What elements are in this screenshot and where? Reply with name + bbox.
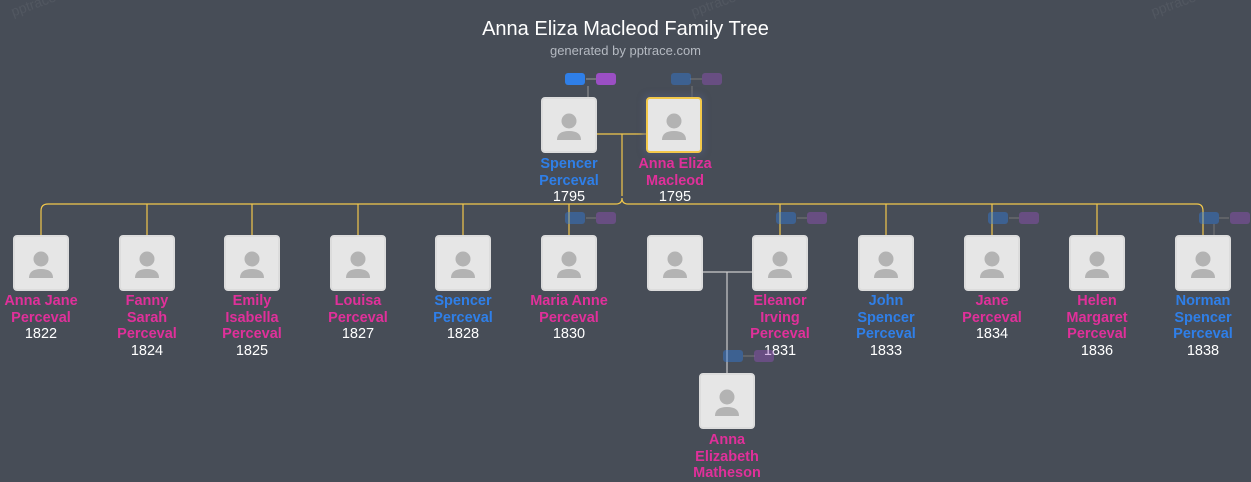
add-parent-button[interactable] (776, 212, 796, 224)
person-birth-year: 1836 (1080, 342, 1114, 359)
person-card-child[interactable] (858, 235, 914, 291)
person-birth-year: 1838 (1186, 342, 1220, 359)
add-parent-button[interactable] (723, 350, 743, 362)
person-silhouette-icon (663, 251, 687, 278)
person-birth-year: 1825 (235, 342, 269, 359)
add-partner-button[interactable] (596, 212, 616, 224)
person-card-child[interactable] (541, 235, 597, 291)
add-parent-button[interactable] (988, 212, 1008, 224)
page-title: Anna Eliza Macleod Family Tree (482, 18, 769, 40)
person-birth-year: 1834 (975, 326, 1009, 342)
person-silhouette-icon (980, 251, 1004, 278)
person-silhouette-icon (557, 113, 581, 140)
person-birth-year: 1822 (24, 326, 58, 342)
person-card-anna-eliza-macleod[interactable] (646, 97, 702, 153)
person-birth-year: 1831 (763, 342, 797, 359)
add-partner-button[interactable] (596, 73, 616, 85)
person-birth-year: 1824 (130, 342, 164, 359)
person-card-child[interactable] (752, 235, 808, 291)
person-birth-year: 1830 (552, 326, 586, 342)
person-birth-year: 1833 (869, 342, 903, 359)
add-partner-button[interactable] (1019, 212, 1039, 224)
person-birth-year: 1795 (658, 189, 692, 205)
person-birth-year: 1827 (341, 326, 375, 342)
person-card-child[interactable] (964, 235, 1020, 291)
person-birth-year: 1795 (552, 189, 586, 205)
person-silhouette-icon (1085, 251, 1109, 278)
person-silhouette-icon (662, 113, 686, 140)
person-card-child[interactable] (330, 235, 386, 291)
person-silhouette-icon (874, 251, 898, 278)
add-partner-button[interactable] (807, 212, 827, 224)
person-silhouette-icon (451, 251, 475, 278)
person-card-child[interactable] (1175, 235, 1231, 291)
person-card-child[interactable] (1069, 235, 1125, 291)
add-partner-button[interactable] (702, 73, 722, 85)
person-card-child[interactable] (224, 235, 280, 291)
person-silhouette-icon (29, 251, 53, 278)
person-silhouette-icon (240, 251, 264, 278)
person-card-child[interactable] (13, 235, 69, 291)
page-subtitle: generated by pptrace.com (549, 43, 702, 58)
person-card-spencer-perceval[interactable] (541, 97, 597, 153)
person-birth-year: 1828 (446, 326, 480, 342)
add-partner-button[interactable] (1230, 212, 1250, 224)
person-silhouette-icon (768, 251, 792, 278)
person-silhouette-icon (1191, 251, 1215, 278)
add-partner-button[interactable] (754, 350, 774, 362)
person-silhouette-icon (715, 389, 739, 416)
add-parent-button[interactable] (671, 73, 691, 85)
add-parent-button[interactable] (565, 212, 585, 224)
add-parent-button[interactable] (1199, 212, 1219, 224)
person-card-anna-elizabeth-matheson[interactable] (699, 373, 755, 429)
person-card-spouse[interactable] (647, 235, 703, 291)
add-parent-button[interactable] (565, 73, 585, 85)
person-card-child[interactable] (435, 235, 491, 291)
person-card-child[interactable] (119, 235, 175, 291)
person-silhouette-icon (557, 251, 581, 278)
person-silhouette-icon (346, 251, 370, 278)
person-silhouette-icon (135, 251, 159, 278)
